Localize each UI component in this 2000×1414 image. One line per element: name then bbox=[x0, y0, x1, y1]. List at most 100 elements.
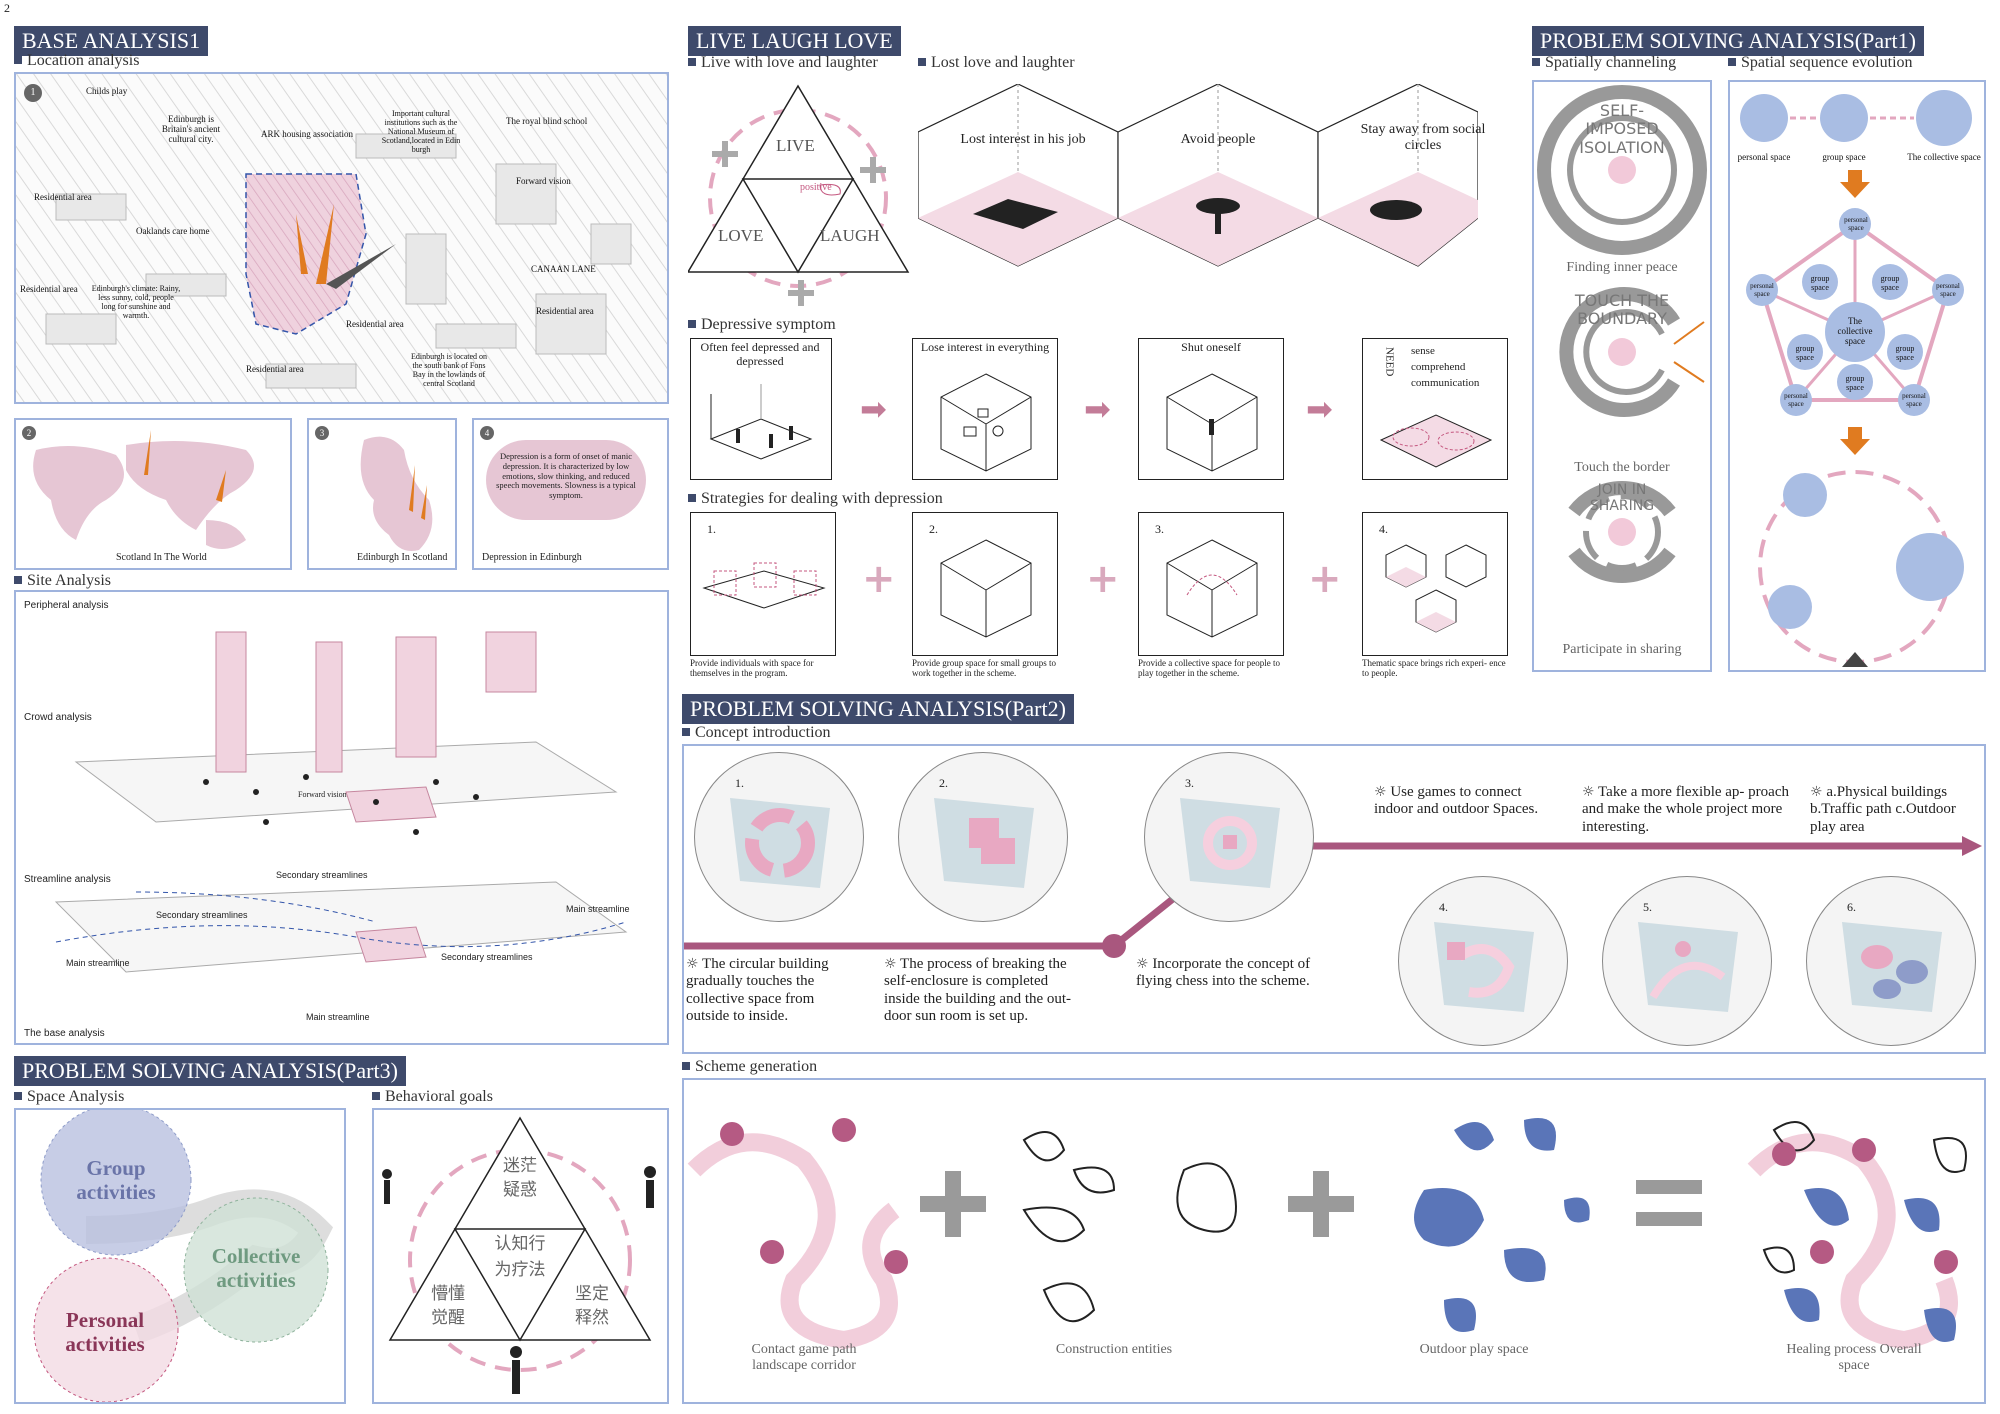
panel-caption: Edinburgh In Scotland bbox=[357, 552, 448, 563]
behavior-label: 为疗法 bbox=[494, 1260, 546, 1279]
behavior-label: 觉醒 bbox=[431, 1308, 465, 1327]
plus-icon: + bbox=[862, 556, 896, 602]
site-layer-label: Streamline analysis bbox=[24, 874, 111, 885]
concept-note-text: The process of breaking the self-enclosu… bbox=[884, 956, 1072, 1024]
concept-step-number: 6. bbox=[1847, 900, 1856, 914]
plus-icon: + bbox=[1086, 556, 1120, 602]
symptom-drawing bbox=[1166, 373, 1258, 472]
map-label: Residential area bbox=[20, 284, 78, 294]
concept-note: ☼ a.Physical buildings b.Traffic path c.… bbox=[1810, 784, 1980, 836]
page-number: 2 bbox=[4, 1, 10, 15]
pentagon-node-label: group space bbox=[1880, 274, 1900, 292]
map-label: Oaklands care home bbox=[136, 226, 210, 236]
behavior-label: 疑惑 bbox=[503, 1180, 537, 1199]
panel-number-1: 1 bbox=[24, 84, 42, 102]
positive-bubble: positive bbox=[800, 182, 832, 193]
pentagon-node-label: group space bbox=[1810, 274, 1830, 292]
concept-circle: 3. bbox=[1144, 752, 1314, 922]
panel-number-2: 2 bbox=[22, 426, 36, 440]
concept-introduction-subtitle: Concept introduction bbox=[682, 724, 831, 742]
venn-label: Personal activities bbox=[65, 1308, 145, 1357]
spatial-sequence-panel: personal space group space The collectiv… bbox=[1728, 80, 1986, 672]
live-label: LIVE bbox=[776, 136, 815, 155]
lost-love-hexagons bbox=[918, 84, 1478, 267]
concept-step-number: 5. bbox=[1643, 900, 1652, 914]
strategy-drawing bbox=[702, 562, 826, 609]
map-label: CANAAN LANE bbox=[531, 264, 596, 274]
concept-note-text: Take a more flexible ap- proach and make… bbox=[1582, 784, 1789, 835]
strategy-caption: Provide group space for small groups to … bbox=[912, 658, 1056, 679]
strategy-drawing bbox=[1166, 539, 1258, 638]
symptom-label: Lose interest in everything bbox=[920, 340, 1050, 354]
venn-label: Collective activities bbox=[211, 1244, 301, 1293]
streamline-label: Secondary streamlines bbox=[276, 870, 368, 880]
site-layer-label: Crowd analysis bbox=[24, 712, 92, 723]
location-map-panel: 1 Childs play Edinburgh is Britain's anc… bbox=[14, 72, 669, 404]
behavior-label: 认知行 bbox=[494, 1234, 546, 1253]
concept-step-number: 2. bbox=[939, 776, 948, 790]
map-label: Edinburgh is located on the south bank o… bbox=[410, 352, 488, 388]
concept-circle: 2. bbox=[898, 752, 1068, 922]
pentagon-node-label: group space bbox=[1845, 374, 1865, 392]
ring-label: TOUCH THE BOUNDARY bbox=[1574, 291, 1670, 329]
concept-note: ☼ Take a more flexible ap- proach and ma… bbox=[1582, 784, 1792, 836]
strategy-caption: Thematic space brings rich experi- ence … bbox=[1362, 658, 1506, 679]
panel-caption: Depression in Edinburgh bbox=[482, 552, 582, 563]
behavior-label: 释然 bbox=[575, 1308, 609, 1327]
arrow-right-icon: ➡ bbox=[860, 390, 887, 428]
scotland-map-drawing bbox=[360, 436, 433, 551]
ring-caption: Finding inner peace bbox=[1566, 260, 1678, 275]
concept-circle: 6. bbox=[1806, 876, 1976, 1046]
scheme-generation-panel: Contact game path landscape corridor Con… bbox=[682, 1078, 1986, 1404]
lost-item-label: Avoid people bbox=[1180, 132, 1256, 147]
map-label: Childs play bbox=[86, 86, 128, 96]
strategies-subtitle: Strategies for dealing with depression bbox=[688, 490, 943, 508]
scheme-caption: Outdoor play space bbox=[1419, 1342, 1529, 1357]
edinburgh-in-scotland-panel: 3 Edinburgh In Scotland bbox=[307, 418, 457, 570]
map-label: The royal blind school bbox=[506, 116, 588, 126]
behavior-label: 迷茫 bbox=[503, 1156, 537, 1175]
ring-label: SELF-IMPOSED ISOLATION bbox=[1579, 101, 1665, 157]
depression-cloud bbox=[486, 440, 646, 520]
panel-number-3: 3 bbox=[315, 426, 329, 440]
concept-introduction-panel: 1. 2. 3. 4. 5. 6. ☼ Use games to connect… bbox=[682, 744, 1986, 1054]
location-analysis-subtitle: Location analysis bbox=[14, 52, 139, 70]
concept-note: ☼ Use games to connect indoor and outdoo… bbox=[1374, 784, 1554, 819]
need-drawing bbox=[1379, 414, 1493, 468]
symptom-drawing bbox=[709, 384, 813, 460]
pentagon-node-label: personal space bbox=[1784, 392, 1808, 408]
lost-item-label: Lost interest in his job bbox=[960, 132, 1086, 147]
map-label: Edinburgh is Britain's ancient cultural … bbox=[161, 114, 221, 144]
pentagon-node-label: personal space bbox=[1936, 282, 1960, 298]
arrow-right-icon: ➡ bbox=[1306, 390, 1333, 428]
ring-caption: Participate in sharing bbox=[1562, 642, 1682, 657]
love-label: LOVE bbox=[718, 226, 764, 245]
site-label: Forward vision bbox=[298, 790, 347, 799]
scheme-drawing bbox=[687, 1118, 1967, 1350]
pentagon-node-label: personal space bbox=[1844, 216, 1868, 232]
lost-love-subtitle: Lost love and laughter bbox=[918, 54, 1075, 72]
pentagon-node-label: group space bbox=[1895, 344, 1915, 362]
map-label: Residential area bbox=[536, 306, 594, 316]
concept-note: ☼ Incorporate the concept of flying ches… bbox=[1136, 956, 1326, 991]
spatial-sequence-subtitle: Spatial sequence evolution bbox=[1728, 54, 1913, 72]
pentagon-node-label: group space bbox=[1795, 344, 1815, 362]
map-label: Residential area bbox=[346, 319, 404, 329]
spatially-channeling-panel: SELF-IMPOSED ISOLATION Finding inner pea… bbox=[1532, 80, 1712, 672]
strategy-number: 3. bbox=[1155, 522, 1164, 536]
strategy-card: 3. bbox=[1138, 512, 1284, 656]
lightbulb-icon: ☼ bbox=[884, 956, 897, 972]
symptom-label: Shut oneself bbox=[1181, 340, 1241, 354]
plus-icon: + bbox=[1308, 556, 1342, 602]
behavior-label: 懵懂 bbox=[431, 1284, 465, 1303]
concept-note-text: a.Physical buildings b.Traffic path c.Ou… bbox=[1810, 784, 1956, 835]
concept-note-text: Incorporate the concept of flying chess … bbox=[1136, 956, 1311, 990]
venn-drawing bbox=[33, 1110, 334, 1402]
strategy-drawing bbox=[1385, 544, 1487, 633]
strategy-number: 4. bbox=[1379, 522, 1388, 536]
lightbulb-icon: ☼ bbox=[1374, 784, 1387, 800]
map-label: Edinburgh's climate: Rainy, less sunny, … bbox=[91, 284, 181, 320]
live-laugh-love-title: LIVE LAUGH LOVE bbox=[688, 26, 901, 56]
lightbulb-icon: ☼ bbox=[1810, 784, 1823, 800]
sequence-drawing bbox=[1740, 90, 1972, 667]
